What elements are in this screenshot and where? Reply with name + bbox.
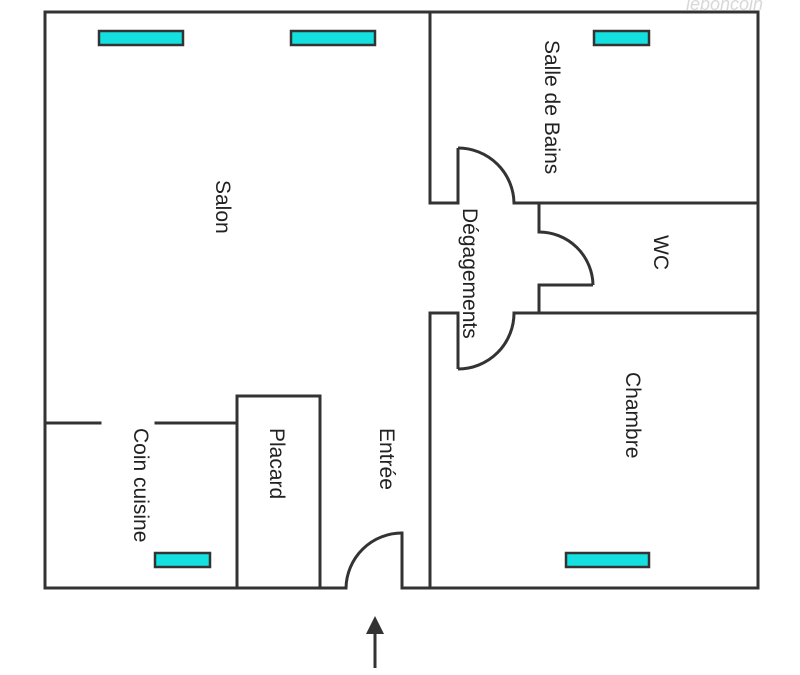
door-salle-de-bains (456, 146, 516, 204)
outer-walls (43, 10, 760, 590)
window-chambre (564, 551, 651, 569)
room-label-coin-cuisine: Coin cuisine (129, 428, 152, 542)
entry-arrow-icon (366, 616, 384, 668)
room-label-placard: Placard (265, 428, 288, 499)
room-label-wc: WC (649, 235, 672, 270)
door-entree (344, 531, 404, 589)
window-salle-de-bains (592, 29, 651, 47)
windows (97, 29, 651, 569)
room-label-entree: Entrée (375, 428, 398, 490)
door-wc (538, 230, 595, 287)
room-label-degagements: Dégagements (458, 208, 481, 339)
window-salon-right (289, 29, 377, 47)
room-label-salle-de-bains: Salle de Bains (540, 40, 563, 174)
window-salon-left (97, 29, 185, 47)
room-label-chambre: Chambre (621, 372, 644, 458)
room-label-salon: Salon (211, 180, 234, 234)
door-chambre (456, 312, 516, 371)
interior-walls (43, 10, 760, 590)
window-coin-cuisine (153, 551, 212, 569)
